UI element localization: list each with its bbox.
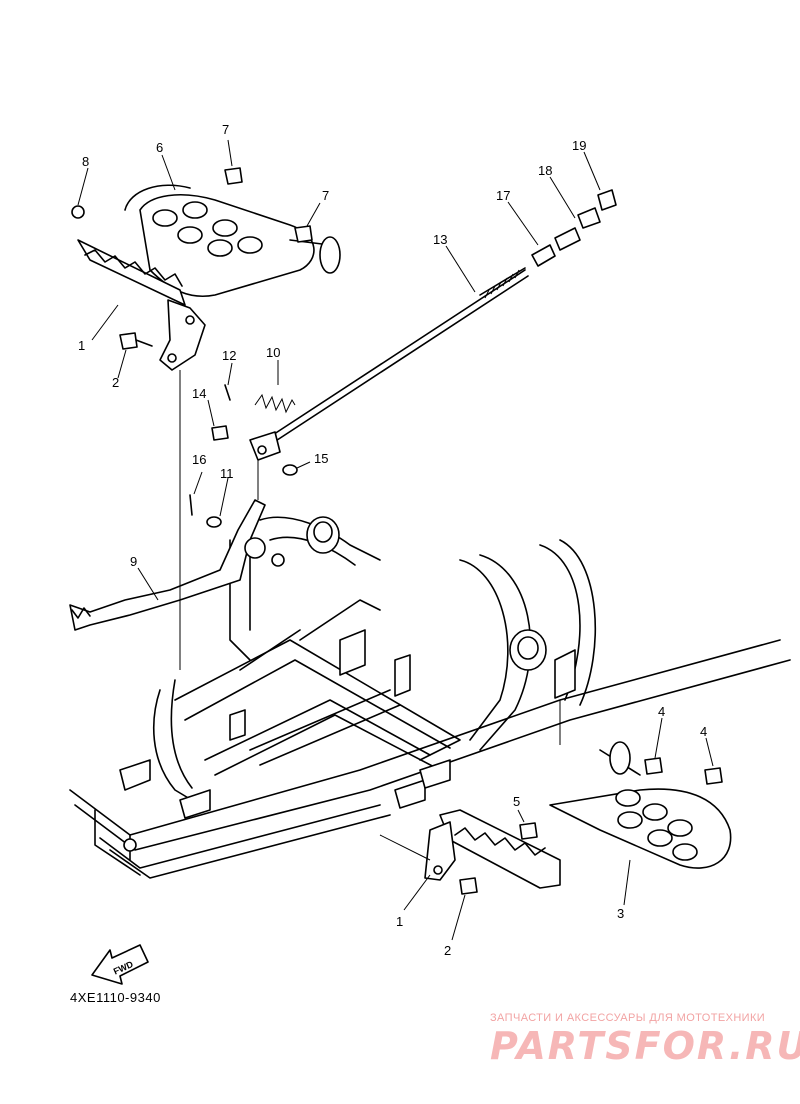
callout-7-right: 7 [322,188,329,203]
callout-2-right: 2 [444,943,451,958]
callout-2-left: 2 [112,375,119,390]
callout-19: 19 [572,138,586,153]
callout-1-right: 1 [396,914,403,929]
callout-18: 18 [538,163,552,178]
callout-7-upper: 7 [222,122,229,137]
watermark-tagline: ЗАПЧАСТИ И АКСЕССУАРЫ ДЛЯ МОТОТЕХНИКИ [490,1012,766,1024]
right-footrest-assembly [379,700,732,895]
callout-15: 15 [314,451,328,466]
left-footrest-assembly [71,167,341,371]
callout-10: 10 [266,345,280,360]
callout-11: 11 [220,466,234,481]
callout-4-right: 4 [700,724,707,739]
watermark-logo: PARTSFOR.RU [490,1024,800,1068]
brake-pedal-assembly [69,189,617,670]
callout-16: 16 [192,452,206,467]
callout-labels: 7 6 8 7 1 2 12 10 14 15 16 11 9 13 17 18… [78,122,707,958]
callout-3: 3 [617,906,624,921]
callout-1-left: 1 [78,338,85,353]
callout-17: 17 [496,188,510,203]
callout-8: 8 [82,154,89,169]
callout-6: 6 [156,140,163,155]
callout-9: 9 [130,554,137,569]
callout-12: 12 [222,348,236,363]
fwd-arrow: FWD [91,944,149,985]
frame [69,516,791,879]
callout-14: 14 [192,386,206,401]
drawing-code: 4XE1110-9340 [70,990,161,1005]
leader-lines [77,139,714,941]
callout-13: 13 [433,232,447,247]
callout-4-left: 4 [658,704,665,719]
callout-5: 5 [513,794,520,809]
